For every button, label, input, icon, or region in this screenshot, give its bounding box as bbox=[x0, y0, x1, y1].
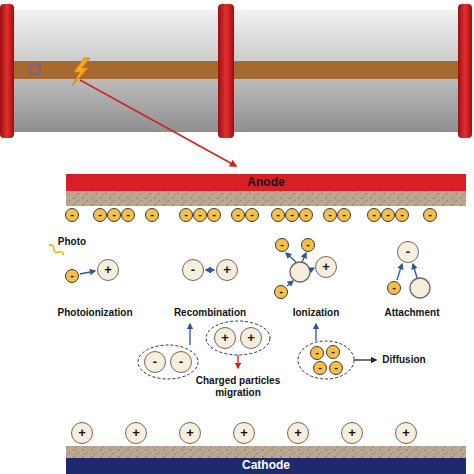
negative-ion: - bbox=[397, 241, 419, 263]
positive-ion: + bbox=[395, 422, 417, 444]
positive-ion: + bbox=[233, 422, 255, 444]
process-label: Photoionization bbox=[58, 307, 133, 319]
negative-ion: - bbox=[182, 259, 204, 281]
positive-ion: + bbox=[315, 256, 337, 278]
positive-ion: + bbox=[287, 422, 309, 444]
photo-label: Photo bbox=[58, 236, 86, 248]
electron: - bbox=[193, 208, 207, 222]
electron: - bbox=[323, 208, 337, 222]
electron: - bbox=[326, 345, 340, 359]
negative-ion: - bbox=[144, 351, 166, 373]
process-label: Attachment bbox=[384, 307, 439, 319]
positive-ion: + bbox=[341, 422, 363, 444]
electron: - bbox=[231, 208, 245, 222]
positive-ion: + bbox=[214, 327, 236, 349]
electron: - bbox=[367, 208, 381, 222]
positive-ion: + bbox=[71, 422, 93, 444]
electron: - bbox=[121, 208, 135, 222]
electron: - bbox=[285, 208, 299, 222]
electrode-label: Anode bbox=[247, 176, 284, 189]
electron: - bbox=[329, 361, 343, 375]
electron: - bbox=[337, 208, 351, 222]
electron: - bbox=[381, 208, 395, 222]
negative-ion: - bbox=[170, 351, 192, 373]
electron: - bbox=[301, 238, 315, 252]
anode-bar: Anode bbox=[66, 174, 466, 191]
electron: - bbox=[299, 208, 313, 222]
electron: - bbox=[107, 208, 121, 222]
cathode-bar: Cathode bbox=[66, 458, 466, 474]
electron: - bbox=[310, 346, 324, 360]
electron: - bbox=[179, 208, 193, 222]
electrode-label: Cathode bbox=[242, 459, 290, 472]
electron: - bbox=[207, 208, 221, 222]
positive-ion: + bbox=[179, 422, 201, 444]
electron: - bbox=[313, 361, 327, 375]
electron: - bbox=[274, 285, 288, 299]
positive-ion: + bbox=[97, 259, 119, 281]
electron: - bbox=[93, 208, 107, 222]
electron: - bbox=[65, 269, 79, 283]
positive-ion: + bbox=[125, 422, 147, 444]
electron: - bbox=[395, 208, 409, 222]
electron: - bbox=[245, 208, 259, 222]
positive-ion: + bbox=[240, 327, 262, 349]
process-label: Diffusion bbox=[382, 354, 425, 366]
electron: - bbox=[275, 238, 289, 252]
electron: - bbox=[65, 208, 79, 222]
electron: - bbox=[387, 281, 401, 295]
process-label: Charged particles migration bbox=[188, 375, 288, 398]
electron: - bbox=[145, 208, 159, 222]
positive-ion: + bbox=[216, 259, 238, 281]
electron: - bbox=[271, 208, 285, 222]
process-label: Ionization bbox=[293, 307, 340, 319]
electron: - bbox=[423, 208, 437, 222]
process-label: Recombination bbox=[174, 307, 246, 319]
